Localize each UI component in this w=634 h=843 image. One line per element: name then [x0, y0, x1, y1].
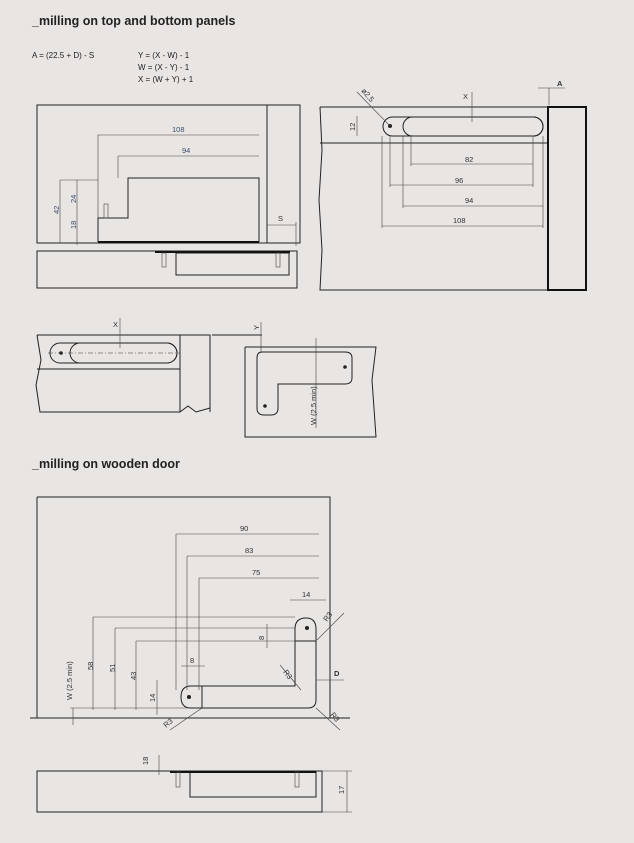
door-dim-51: 51 [108, 664, 117, 672]
slot-view: X [35, 318, 211, 413]
section-title-door: _milling on wooden door [32, 457, 180, 471]
door-section-17: 17 [337, 786, 346, 794]
door-d-label: D [334, 669, 340, 678]
formula-w: W = (X - Y) - 1 [138, 63, 190, 72]
door-r3-top: R3 [321, 610, 334, 623]
door-dim-90: 90 [240, 524, 248, 533]
panel-section-view: 108 94 24 42 18 S [36, 104, 301, 289]
formula-y: Y = (X - W) - 1 [138, 51, 190, 60]
dim-96: 96 [455, 176, 463, 185]
formula-a: A = (22.5 + D) - S [32, 51, 95, 60]
door-dim-43: 43 [129, 672, 138, 680]
door-dim-14b: 14 [148, 694, 157, 702]
door-r3-inner: R3 [281, 668, 294, 681]
door-dim-83: 83 [245, 546, 253, 555]
panel-plan-view: ø2.5 12 X A 82 96 94 108 [318, 79, 587, 291]
dim-94: 94 [465, 196, 473, 205]
door-dim-8a: 8 [257, 636, 266, 640]
dim-a: A [557, 79, 563, 88]
door-dim-75: 75 [252, 568, 260, 577]
dim-dia-2-5: ø2.5 [359, 87, 376, 104]
dim-94: 94 [182, 146, 190, 155]
l-shape-view: Y W (2.5 min) [212, 322, 377, 438]
dim-24: 24 [69, 195, 78, 203]
door-w-label: W (2.5 min) [65, 661, 74, 700]
dim-x: X [463, 92, 468, 101]
l-y-label: Y [252, 325, 261, 330]
door-dim-58: 58 [86, 662, 95, 670]
door-dim-8b: 8 [190, 656, 194, 665]
formula-x: X = (W + Y) + 1 [138, 75, 194, 84]
dim-108b: 108 [453, 216, 466, 225]
section-title-panels: _milling on top and bottom panels [32, 14, 236, 28]
dim-s: S [278, 214, 283, 223]
door-section-view: 18 17 [36, 755, 352, 813]
dim-108: 108 [172, 125, 185, 134]
dim-12: 12 [348, 123, 357, 131]
door-section-18: 18 [141, 757, 150, 765]
dim-82: 82 [465, 155, 473, 164]
dim-18: 18 [69, 221, 78, 229]
dim-42: 42 [52, 206, 61, 214]
door-dim-14: 14 [302, 590, 310, 599]
l-w-label: W (2.5 min) [309, 386, 318, 425]
slot-x-label: X [113, 320, 118, 329]
door-plan-view: 90 83 75 14 58 51 43 14 8 8 W (2.5 min) … [30, 496, 350, 731]
